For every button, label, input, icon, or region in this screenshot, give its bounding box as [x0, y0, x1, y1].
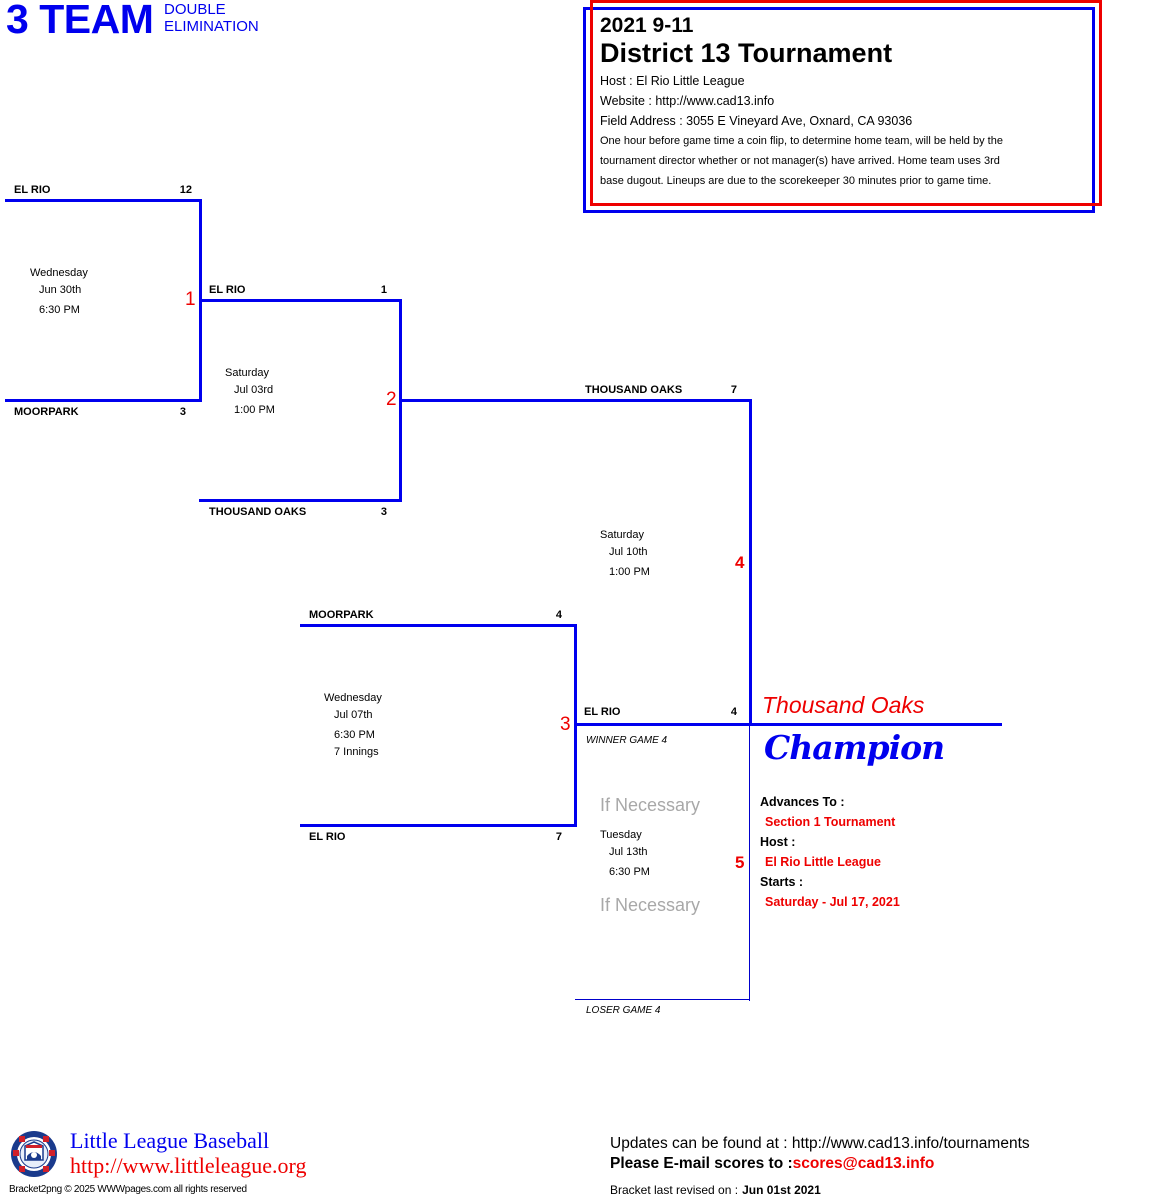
game4-schedule: Saturday Jul 10th 1:00 PM	[600, 528, 650, 579]
bracket-type-line1: DOUBLE	[164, 1, 226, 18]
league-url-link[interactable]: http://www.littleleague.org	[70, 1153, 307, 1178]
game3-bottom-line	[300, 824, 577, 827]
game4-top-team: THOUSAND OAKS	[585, 384, 683, 396]
bracket-size-title: 3 TEAM	[6, 0, 154, 42]
game4-top-score: 7	[730, 384, 737, 396]
game2-date: Jul 03rd	[234, 384, 274, 396]
game2-number: 2	[386, 389, 397, 410]
game3-top-score: 4	[555, 609, 562, 621]
game1-top-score: 12	[179, 184, 192, 196]
game2-top-team: EL RIO	[209, 284, 246, 296]
game3-top-line	[300, 624, 577, 627]
game5-connector	[749, 726, 750, 1001]
game1-bottom-team: MOORPARK	[14, 406, 79, 418]
advances-to-label: Advances To :	[760, 795, 845, 809]
game5-date: Jul 13th	[609, 846, 648, 858]
game3-innings-note: 7 Innings	[334, 746, 379, 758]
game4-top-line	[399, 399, 752, 402]
game5-bottom-line	[575, 999, 750, 1000]
game4-bottom-score: 4	[730, 706, 737, 718]
game2-top-line	[199, 299, 402, 302]
game3-top-team: MOORPARK	[309, 609, 374, 621]
game1-top-team: EL RIO	[14, 184, 51, 196]
game2-time: 1:00 PM	[234, 404, 275, 416]
bracket-type-subtitle: DOUBLE ELIMINATION	[164, 1, 259, 35]
game1-bottom-score: 3	[179, 406, 186, 418]
game1-schedule: Wednesday Jun 30th 6:30 PM	[30, 266, 88, 317]
bracket-type-line2: ELIMINATION	[164, 18, 259, 35]
game4-number: 4	[735, 553, 745, 572]
website-line[interactable]: Website : http://www.cad13.info	[600, 94, 775, 108]
rules-note-line2: tournament director whether or not manag…	[600, 155, 1000, 167]
game1-day: Wednesday	[30, 267, 88, 279]
game4-date: Jul 10th	[609, 546, 648, 558]
game3-schedule: Wednesday Jul 07th 6:30 PM 7 Innings	[324, 691, 382, 759]
game3-day: Wednesday	[324, 692, 382, 704]
game4-connector	[749, 399, 752, 726]
game2-schedule: Saturday Jul 03rd 1:00 PM	[225, 366, 275, 417]
game5-number: 5	[735, 853, 745, 872]
game1-date: Jun 30th	[39, 284, 82, 296]
game2-bottom-score: 3	[380, 506, 387, 518]
game3-date: Jul 07th	[334, 709, 373, 721]
game2-bottom-team: THOUSAND OAKS	[209, 506, 307, 518]
advances-to-value: Section 1 Tournament	[765, 815, 896, 829]
info-box-border-blue	[583, 7, 1095, 213]
email-scores-line: Please E-mail scores to :scores@cad13.in…	[610, 1155, 934, 1173]
game4-day: Saturday	[600, 529, 645, 541]
game4-bottom-line	[574, 723, 1002, 726]
game1-bottom-line	[5, 399, 202, 402]
year-division: 2021 9-11	[600, 14, 694, 37]
starts-label: Starts :	[760, 875, 804, 889]
game2-bottom-line	[199, 499, 402, 502]
game3-number: 3	[560, 714, 571, 735]
game5-top-label: WINNER GAME 4	[586, 735, 668, 746]
game5-time: 6:30 PM	[609, 866, 650, 878]
next-host-label: Host :	[760, 835, 796, 849]
game4-time: 1:00 PM	[609, 566, 650, 578]
email-prefix: Please E-mail scores to :	[610, 1155, 793, 1172]
revised-label: Bracket last revised on :	[610, 1183, 739, 1197]
game1-time: 6:30 PM	[39, 304, 80, 316]
game5-bottom-label: LOSER GAME 4	[586, 1005, 661, 1016]
starts-value: Saturday - Jul 17, 2021	[765, 895, 900, 909]
game3-bottom-score: 7	[555, 831, 562, 843]
game3-bottom-team: EL RIO	[309, 831, 346, 843]
champion-label: Champion	[764, 728, 945, 767]
revised-line: Bracket last revised on :Jun 01st 2021	[610, 1183, 821, 1197]
game5-schedule: Tuesday Jul 13th 6:30 PM	[600, 828, 650, 879]
updates-link[interactable]: Updates can be found at : http://www.cad…	[610, 1135, 1030, 1152]
game2-top-score: 1	[380, 284, 387, 296]
revised-date: Jun 01st 2021	[742, 1183, 821, 1197]
next-host-value: El Rio Little League	[765, 855, 881, 869]
league-name: Little League Baseball	[70, 1128, 270, 1153]
email-link[interactable]: scores@cad13.info	[792, 1155, 935, 1172]
info-box-border-red	[590, 0, 1102, 206]
champion-team: Thousand Oaks	[762, 692, 925, 718]
advancement-info: Advances To : Section 1 Tournament Host …	[760, 792, 900, 912]
game5-day: Tuesday	[600, 829, 642, 841]
game3-time: 6:30 PM	[334, 729, 375, 741]
little-league-logo-icon	[10, 1130, 58, 1178]
rules-note-line1: One hour before game time a coin flip, t…	[600, 135, 1003, 147]
tournament-name: District 13 Tournament	[600, 38, 893, 68]
tournament-info: 2021 9-11 District 13 Tournament Host : …	[600, 14, 1070, 191]
game1-top-line	[5, 199, 202, 202]
game1-number: 1	[185, 289, 196, 310]
game2-day: Saturday	[225, 367, 270, 379]
host-line: Host : El Rio Little League	[600, 74, 745, 88]
if-necessary-label-bottom: If Necessary	[600, 895, 701, 915]
if-necessary-label-top: If Necessary	[600, 795, 701, 815]
rules-note-line3: base dugout. Lineups are due to the scor…	[600, 175, 992, 187]
copyright-notice: Bracket2png © 2025 WWWpages.com all righ…	[9, 1184, 247, 1195]
game4-bottom-team: EL RIO	[584, 706, 621, 718]
field-address-line: Field Address : 3055 E Vineyard Ave, Oxn…	[600, 114, 913, 128]
